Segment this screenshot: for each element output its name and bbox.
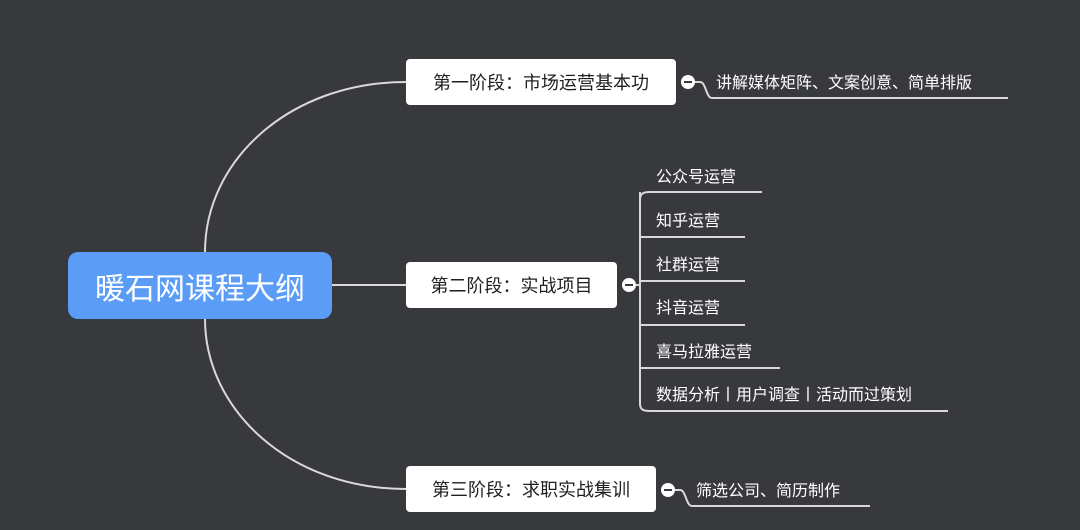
leaf-gongzhonghao[interactable]: 公众号运营 bbox=[656, 167, 737, 186]
connector-stage3-leaf bbox=[675, 489, 870, 507]
collapse-icon[interactable] bbox=[681, 75, 695, 89]
collapse-icon[interactable] bbox=[661, 483, 675, 497]
leaf-ximalaya[interactable]: 喜马拉雅运营 bbox=[656, 342, 753, 361]
connector-stage1-leaf bbox=[694, 81, 1008, 99]
collapse-icon[interactable] bbox=[622, 278, 636, 292]
leaf-zhihu[interactable]: 知乎运营 bbox=[656, 211, 721, 230]
leaf-stage1-item[interactable]: 讲解媒体矩阵、文案创意、简单排版 bbox=[716, 73, 973, 92]
stage1-node[interactable]: 第一阶段：市场运营基本功 bbox=[406, 59, 676, 105]
leaf-shequn[interactable]: 社群运营 bbox=[656, 255, 721, 274]
connector-stage2-bracket bbox=[636, 192, 651, 412]
connector-stage2-top bbox=[639, 191, 762, 201]
connector-root-stage3 bbox=[204, 318, 407, 490]
stage2-node[interactable]: 第二阶段：实战项目 bbox=[406, 262, 617, 308]
stage3-node[interactable]: 第三阶段：求职实战集训 bbox=[406, 466, 656, 512]
leaf-shuju[interactable]: 数据分析丨用户调查丨活动而过策划 bbox=[656, 385, 913, 404]
root-node[interactable]: 暖石网课程大纲 bbox=[68, 252, 332, 319]
leaf-stage3-item[interactable]: 筛选公司、简历制作 bbox=[696, 481, 841, 500]
connector-root-stage1 bbox=[204, 81, 407, 253]
leaf-douyin[interactable]: 抖音运营 bbox=[656, 298, 721, 317]
